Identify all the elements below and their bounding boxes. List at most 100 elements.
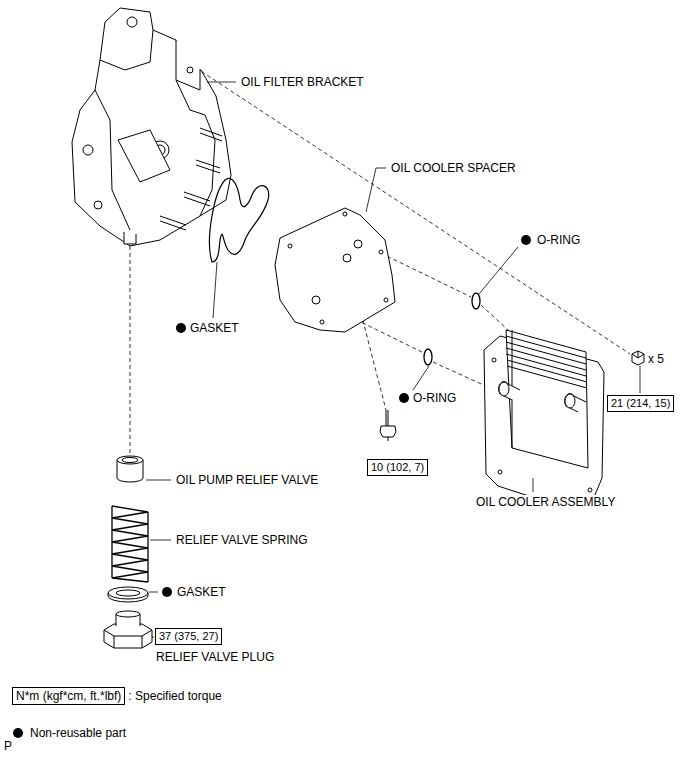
oil-filter-bracket [184,192,210,201]
legend-text: : Specified torque [128,689,221,703]
oil-filter-bracket [187,67,193,73]
oil-cooler-spacer [379,250,383,254]
oil-cooler-spacer [343,212,347,216]
torque-value: N*m (kgf*cm, ft.*lbf) [16,689,121,703]
nut [638,354,644,358]
oil-cooler-assembly [506,336,586,358]
part-name: OIL COOLER SPACER [390,161,517,175]
oil-cooler-assembly [588,488,592,492]
nut [632,354,638,358]
non-reusable-mark [176,323,186,333]
gasket-washer [108,593,148,602]
torque-spec-box: 10 (102, 7) [367,459,428,476]
leader-line [207,82,236,83]
bolt [386,410,387,426]
leader-line [149,592,158,593]
oil-cooler-assembly [506,342,586,364]
leader-line [413,366,429,390]
oil-cooler-spacer [343,254,351,262]
oil-cooler-spacer [288,244,292,248]
bolt [388,410,389,426]
part-name: O-RING [412,391,457,405]
oil-cooler-assembly [565,394,575,408]
torque-value: 37 (375, 27) [159,630,218,642]
leader-line [146,82,640,637]
oil-cooler-assembly [507,366,587,388]
oil-pump-relief-valve [117,456,143,482]
oil-cooler-spacer [312,296,320,304]
gasket-washer [108,587,148,599]
oil-filter-bracket [100,30,153,70]
leader-line [213,262,217,318]
oil-filter-bracket [196,160,220,168]
legend-text: Non-reusable part [30,726,126,740]
relief-valve-spring [147,512,148,582]
relief-valve-plug [104,630,152,636]
oil-cooler-assembly [506,330,588,468]
relief-valve-spring [112,506,148,582]
oil-filter-bracket [72,8,231,246]
oil-pump-relief-valve [117,456,143,464]
assembly-line [178,56,630,354]
oil-filter-bracket [95,90,130,230]
bolt [388,437,389,441]
non-reusable-mark [162,587,172,597]
oil-cooler-spacer [384,298,388,302]
oil-cooler-spacer [354,240,362,248]
leader-line [366,168,386,212]
leader-line [150,540,171,541]
torque-spec-box: 37 (375, 27) [155,628,222,645]
nut [632,351,644,365]
part-name: OIL FILTER BRACKET [240,75,365,89]
relief-valve-plug [114,636,115,648]
oil-filter-bracket [184,197,210,206]
oil-cooler-assembly [484,330,604,508]
relief-valve-plug [104,624,152,648]
gasket [210,178,269,262]
leader-line [640,366,641,393]
part-name: GASKET [189,321,240,335]
o-ring [424,293,480,365]
legend-swatch [13,728,23,738]
gasket-washer [108,587,148,602]
oil-filter-bracket [94,201,102,209]
leader-line [146,480,171,481]
oil-filter-bracket [127,17,137,27]
oil-cooler-assembly [507,360,587,382]
parts-illustration [72,8,644,648]
leader-line [479,247,518,294]
oil-filter-bracket [200,133,222,141]
figure-code: P [3,739,13,753]
oil-cooler-assembly [498,470,502,474]
oil-filter-bracket [118,130,170,182]
oil-filter-bracket [200,128,222,136]
oil-cooler-assembly [492,358,496,362]
oil-pump-relief-valve [122,458,138,463]
part-name: OIL PUMP RELIEF VALVE [175,473,319,487]
oil-filter-bracket [176,80,215,216]
nut [632,351,644,365]
part-name: RELIEF VALVE PLUG [155,650,275,664]
quantity-note: x 5 [647,352,665,366]
gasket-washer [116,590,140,596]
relief-valve-plug [104,611,152,648]
assembly-line [130,246,131,453]
torque-legend-box: N*m (kgf*cm, ft.*lbf) [12,687,125,705]
relief-valve-plug [116,611,140,617]
oil-filter-bracket [72,8,231,246]
oil-cooler-assembly [499,381,520,400]
oil-cooler-assembly [499,382,509,396]
part-name: RELIEF VALVE SPRING [175,533,309,547]
oil-filter-bracket [83,145,93,155]
oil-cooler-spacer [275,208,395,332]
oil-cooler-assembly [565,393,586,412]
oil-filter-bracket [160,216,186,225]
torque-value: 21 (214, 15) [611,397,670,409]
oil-filter-bracket [160,221,186,230]
bolt [380,410,396,441]
oil-filter-bracket [176,40,200,90]
leader-line [152,637,154,638]
nut [638,351,639,358]
bolt [380,426,396,437]
